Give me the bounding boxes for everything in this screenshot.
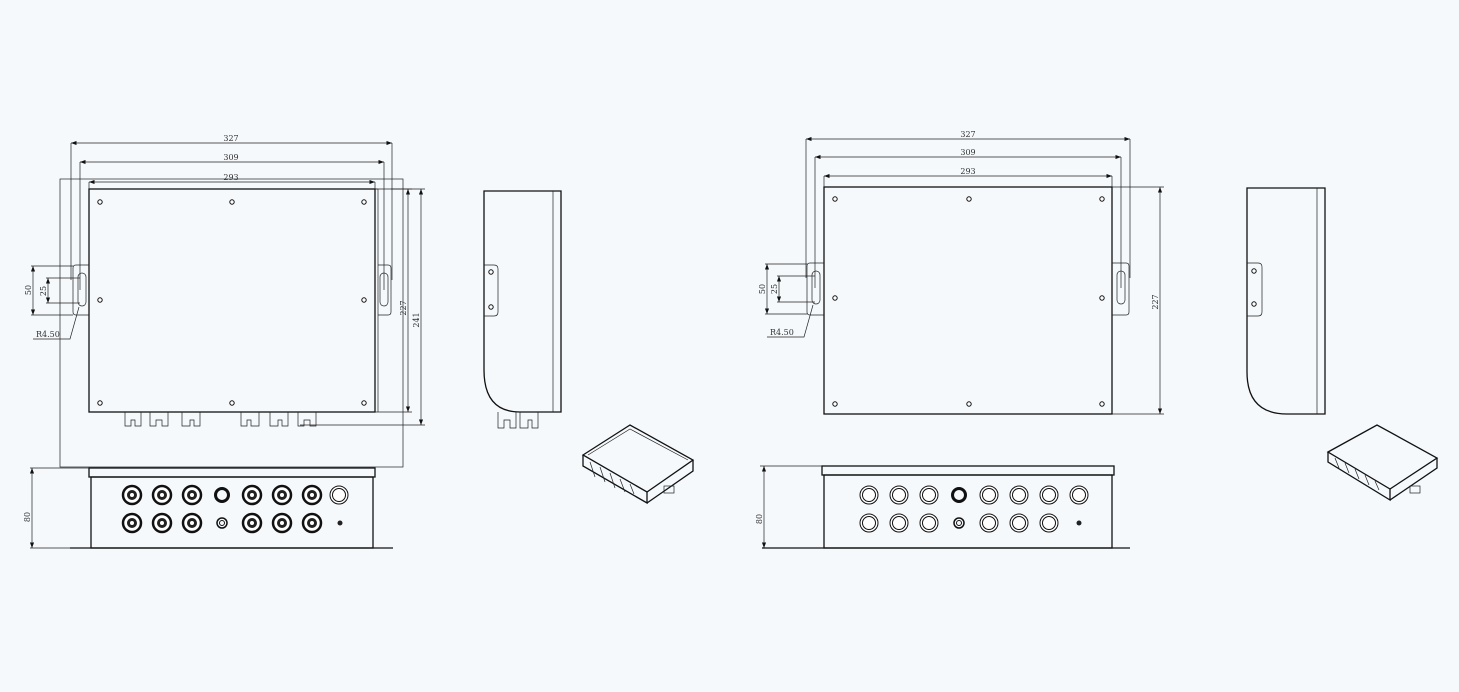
right-drawing: 327 309 293 227 50 25 R4.50 80 [755,130,1439,549]
dim-ear-height: 50 [758,284,767,294]
dim-height-total: 241 [412,312,421,327]
isometric-view [1326,424,1439,502]
dim-width-body: 293 [223,173,238,182]
dim-slot-height: 25 [39,286,48,296]
dim-depth: 80 [23,512,32,522]
side-view [1246,187,1326,415]
dim-height-body: 227 [399,300,408,315]
cable-glands [121,484,349,534]
dim-width-outer: 327 [960,130,975,139]
dim-slot-height: 25 [770,284,779,294]
dim-radius: R4.50 [770,328,794,337]
dim-width-holes: 309 [223,153,238,162]
bottom-view: 80 [23,467,393,549]
dim-depth: 80 [755,514,764,524]
side-view [483,190,562,429]
mount-holes [97,199,367,406]
dim-ear-height: 50 [24,285,33,295]
isometric-view [581,424,695,505]
cable-glands [859,485,1089,533]
dim-width-body: 293 [960,167,975,176]
left-drawing: 327 309 293 227 241 50 25 R4.50 80 [23,134,695,549]
front-view: 327 309 293 227 241 50 25 R4.50 [24,134,425,468]
bottom-view: 80 [755,465,1130,549]
front-view: 327 309 293 227 50 25 R4.50 [758,130,1164,415]
dim-radius: R4.50 [36,330,60,339]
dim-width-holes: 309 [960,148,975,157]
mount-holes [832,196,1105,407]
dim-width-outer: 327 [223,134,238,143]
dim-height-body: 227 [1151,294,1160,309]
